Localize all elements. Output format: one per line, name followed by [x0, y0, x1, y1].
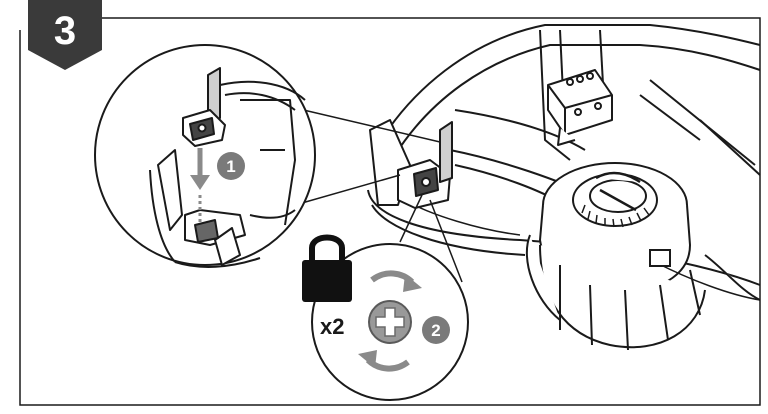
bracket-installed — [369, 119, 453, 209]
spool-gear-teeth — [581, 204, 650, 228]
zoom-detail-insert — [94, 44, 316, 268]
callout-2-label: 2 — [431, 321, 440, 340]
phillips-screw-icon — [368, 300, 412, 344]
callout-badge-1: 1 — [217, 152, 245, 180]
padlock-icon — [302, 234, 352, 302]
step-number: 3 — [54, 9, 76, 53]
callout-badge-2: 2 — [422, 316, 450, 344]
terminal-block — [547, 69, 613, 146]
zoom-connector-lines-2 — [399, 194, 463, 283]
frame-border — [19, 17, 761, 406]
spool-housing — [525, 162, 761, 351]
callout-1-label: 1 — [226, 157, 235, 176]
step-badge: 3 — [28, 0, 102, 70]
zoom-connector-lines — [294, 107, 441, 206]
screw-count-label: x2 — [320, 314, 344, 339]
insert-arrow — [190, 148, 210, 222]
